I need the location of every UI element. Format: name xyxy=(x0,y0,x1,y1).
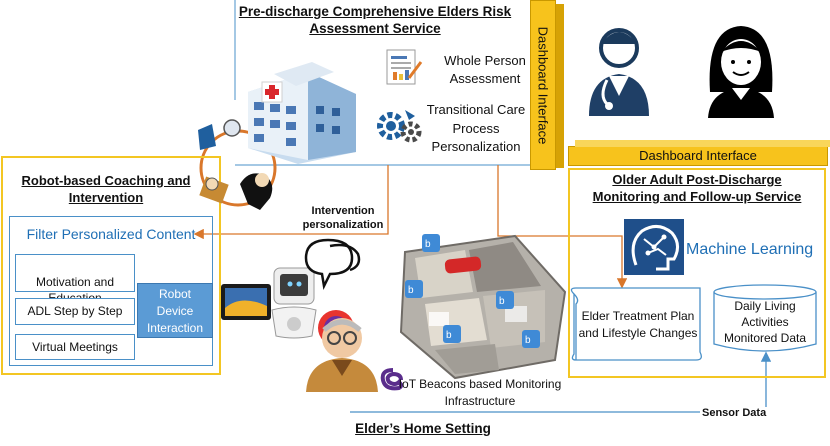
beacon-marker-icon: b xyxy=(522,330,540,348)
robot-line3: Interaction xyxy=(146,321,204,335)
treatment-scroll-shape xyxy=(570,287,702,361)
home-title: Elder’s Home Setting xyxy=(355,421,491,436)
right-title-line2: Monitoring and Follow-up Service xyxy=(592,189,802,204)
transitional-label: Transitional Care Process Personalizatio… xyxy=(423,101,529,157)
content-item-adl: ADL Step by Step xyxy=(15,298,135,325)
filter-label: Filter Personalized Content xyxy=(26,226,196,242)
content-item-label: Virtual Meetings xyxy=(32,340,118,354)
beacon-marker-icon: b xyxy=(405,280,423,298)
transitional-line1: Transitional Care xyxy=(426,102,526,117)
hospital-icon xyxy=(248,62,356,164)
tablet-icon xyxy=(221,284,271,320)
robot-icon xyxy=(198,119,273,210)
gears-icon xyxy=(377,110,422,143)
nurse-icon xyxy=(708,26,774,118)
left-service-title: Robot-based Coaching and Intervention xyxy=(4,172,208,206)
top-title-line1: Pre-discharge Comprehensive Elders Risk xyxy=(238,4,512,19)
doctor-icon xyxy=(589,28,649,116)
right-dashboard-top xyxy=(575,140,830,147)
left-title-line2: Intervention xyxy=(68,190,144,205)
daily-line2: Activities xyxy=(741,315,789,329)
ml-label: Machine Learning xyxy=(686,241,814,258)
robot-device-box: Robot Device Interaction xyxy=(137,283,213,338)
assessment-line1: Whole Person xyxy=(444,53,526,68)
treatment-line1: Elder Treatment Plan xyxy=(581,309,695,323)
svg-text:b: b xyxy=(408,285,414,296)
robot-line2: Device xyxy=(156,304,194,318)
treatment-label: Elder Treatment Plan and Lifestyle Chang… xyxy=(574,308,702,342)
top-title-line2: Assessment Service xyxy=(309,21,441,36)
transitional-line2: Process xyxy=(452,120,500,136)
assessment-icon xyxy=(386,49,423,85)
daily-cylinder-shape xyxy=(713,284,817,352)
content-item-label: ADL Step by Step xyxy=(27,304,123,318)
right-service-title: Older Adult Post-Discharge Monitoring an… xyxy=(568,171,826,205)
elder-person-icon xyxy=(306,318,378,392)
svg-text:b: b xyxy=(499,296,505,307)
left-title-line1: Robot-based Coaching and xyxy=(21,173,191,188)
content-item-virtual: Virtual Meetings xyxy=(15,334,135,360)
intervention-label: Intervention personalization xyxy=(288,204,398,232)
daily-line3: Monitored Data xyxy=(723,331,807,345)
beacon-marker-icon: b xyxy=(496,291,514,309)
svg-text:b: b xyxy=(525,335,531,346)
svg-text:b: b xyxy=(446,330,452,341)
right-title-line1: Older Adult Post-Discharge xyxy=(612,172,782,187)
sensor-data-label: Sensor Data xyxy=(700,407,769,419)
speech-bubble-icon xyxy=(304,238,361,290)
assessment-line2: Assessment xyxy=(449,71,521,86)
beacon-marker-icon: b xyxy=(422,234,440,252)
speaker-robot-icon xyxy=(271,267,317,339)
daily-label: Daily Living Activities Monitored Data xyxy=(712,298,818,346)
right-service-frame xyxy=(568,168,826,378)
svg-text:b: b xyxy=(425,239,431,250)
intervention-line2: personalization xyxy=(302,219,384,231)
transitional-line3: Personalization xyxy=(431,139,521,154)
iot-label: IoT Beacons based Monitoring Infrastruct… xyxy=(384,376,576,410)
dashboard-vertical-side xyxy=(556,4,564,168)
top-service-title: Pre-discharge Comprehensive Elders Risk … xyxy=(236,3,514,37)
content-item-motivation: Motivation and Education xyxy=(15,254,135,305)
intervention-line1: Intervention xyxy=(311,205,375,217)
iot-line1: IoT Beacons based Monitoring xyxy=(398,377,562,391)
dashboard-vertical-bar xyxy=(530,0,556,170)
robot-line1: Robot xyxy=(158,287,192,301)
left-service-frame xyxy=(1,156,221,375)
beacon-logo-icon xyxy=(380,368,403,391)
daily-line1: Daily Living xyxy=(734,299,796,313)
assessment-label: Whole Person Assessment xyxy=(440,52,530,88)
brain-icon xyxy=(624,219,684,275)
beacon-marker-icon: b xyxy=(443,325,461,343)
house-floorplan-image xyxy=(399,234,567,380)
treatment-arrow xyxy=(497,165,628,289)
treatment-line2: and Lifestyle Changes xyxy=(578,326,698,340)
right-dashboard-label: Dashboard Interface xyxy=(639,148,757,163)
iot-line2: Infrastructure xyxy=(444,394,516,408)
dashboard-vertical-label: Dashboard Interface xyxy=(535,26,551,145)
intervention-arrow xyxy=(193,165,389,240)
